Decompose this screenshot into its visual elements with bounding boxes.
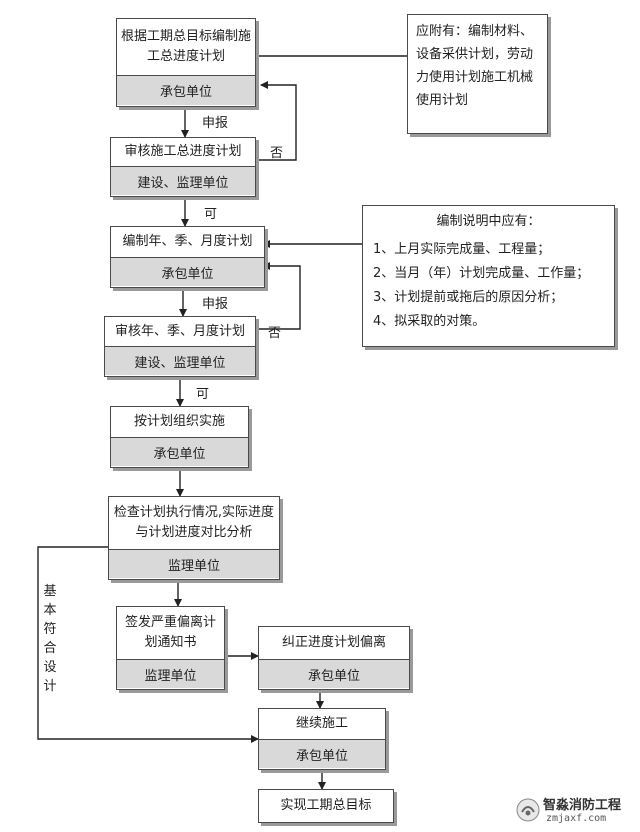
box-implement-plan-text: 按计划组织实施 <box>133 414 225 429</box>
label-approve-1: 可 <box>204 207 218 222</box>
watermark-logo-icon <box>516 798 540 822</box>
label-basic-compliance: 基本符合设计 <box>43 584 57 694</box>
box-continue-construction-text: 继续施工 <box>295 716 348 731</box>
box-correct-deviation-text: 纠正进度计划偏离 <box>281 635 386 650</box>
note-item-4: 4、拟采取的对策。 <box>373 314 486 329</box>
watermark-site: zmjaxf.com <box>546 813 607 824</box>
note-compile-instructions: 编制说明中应有： 1、上月实际完成量、工程量； 2、当月（年）计划完成量、工作量… <box>362 205 615 347</box>
note-item-2: 2、当月（年）计划完成量、工作量； <box>373 266 590 281</box>
note-compile-instructions-title: 编制说明中应有： <box>436 214 541 229</box>
arrow-basic-compliance <box>37 546 259 743</box>
label-reject-2: 否 <box>268 326 282 341</box>
box-check-progress-unit: 监理单位 <box>109 549 279 578</box>
box-correct-deviation-unit: 承包单位 <box>259 659 409 688</box>
box-review-periodic-plan-text: 审核年、季、月度计划 <box>114 323 245 339</box>
box-compile-periodic-plan-text: 编制年、季、月度计划 <box>122 234 253 249</box>
arrow-reject-2 <box>254 262 301 330</box>
box-continue-construction-unit: 承包单位 <box>259 739 385 768</box>
note-item-1: 1、上月实际完成量、工程量； <box>373 242 551 257</box>
arrow-reject-1 <box>254 81 297 161</box>
box-compile-periodic-plan: 编制年、季、月度计划 承包单位 <box>110 226 265 288</box>
box-achieve-goal: 实现工期总目标 <box>258 789 394 823</box>
watermark: 智淼消防工程 zmjaxf.com <box>516 794 636 830</box>
box-correct-deviation: 纠正进度计划偏离 承包单位 <box>258 626 410 690</box>
box-check-progress-text: 检查计划执行情况,实际进度与计划进度对比分析 <box>113 505 275 540</box>
label-approve-2: 可 <box>196 387 210 402</box>
box-implement-plan-unit: 承包单位 <box>111 437 248 466</box>
box-implement-plan: 按计划组织实施 承包单位 <box>110 406 249 468</box>
box-compile-master-schedule-unit: 承包单位 <box>117 75 255 105</box>
box-issue-deviation-notice-text: 签发严重偏离计划通知书 <box>124 615 216 650</box>
box-review-master-schedule: 审核施工总进度计划 建设、监理单位 <box>110 137 256 197</box>
watermark-name: 智淼消防工程 <box>543 798 622 813</box>
box-compile-periodic-plan-unit: 承包单位 <box>111 257 264 286</box>
note-attachments: 应附有：编制材料、设备采供计划，劳动力使用计划施工机械使用计划 <box>407 14 548 134</box>
box-review-periodic-plan-unit: 建设、监理单位 <box>105 346 255 375</box>
box-check-progress: 检查计划执行情况,实际进度与计划进度对比分析 监理单位 <box>108 496 280 580</box>
box-review-master-schedule-unit: 建设、监理单位 <box>111 166 255 195</box>
box-continue-construction: 继续施工 承包单位 <box>258 708 386 770</box>
note-attachments-text: 应附有：编制材料、设备采供计划，劳动力使用计划施工机械使用计划 <box>416 24 534 108</box>
box-achieve-goal-text: 实现工期总目标 <box>280 798 372 813</box>
label-reject-1: 否 <box>270 146 284 161</box>
box-issue-deviation-notice: 签发严重偏离计划通知书 监理单位 <box>116 606 225 690</box>
label-report-1: 申报 <box>202 116 229 131</box>
box-compile-master-schedule: 根据工期总目标编制施工总进度计划 承包单位 <box>116 18 256 107</box>
box-review-master-schedule-text: 审核施工总进度计划 <box>124 144 242 159</box>
note-item-3: 3、计划提前或拖后的原因分析； <box>373 290 564 305</box>
label-report-2: 申报 <box>202 297 229 312</box>
box-review-periodic-plan: 审核年、季、月度计划 建设、监理单位 <box>104 316 256 377</box>
box-issue-deviation-notice-unit: 监理单位 <box>117 659 224 688</box>
box-compile-master-schedule-text: 根据工期总目标编制施工总进度计划 <box>121 29 252 64</box>
